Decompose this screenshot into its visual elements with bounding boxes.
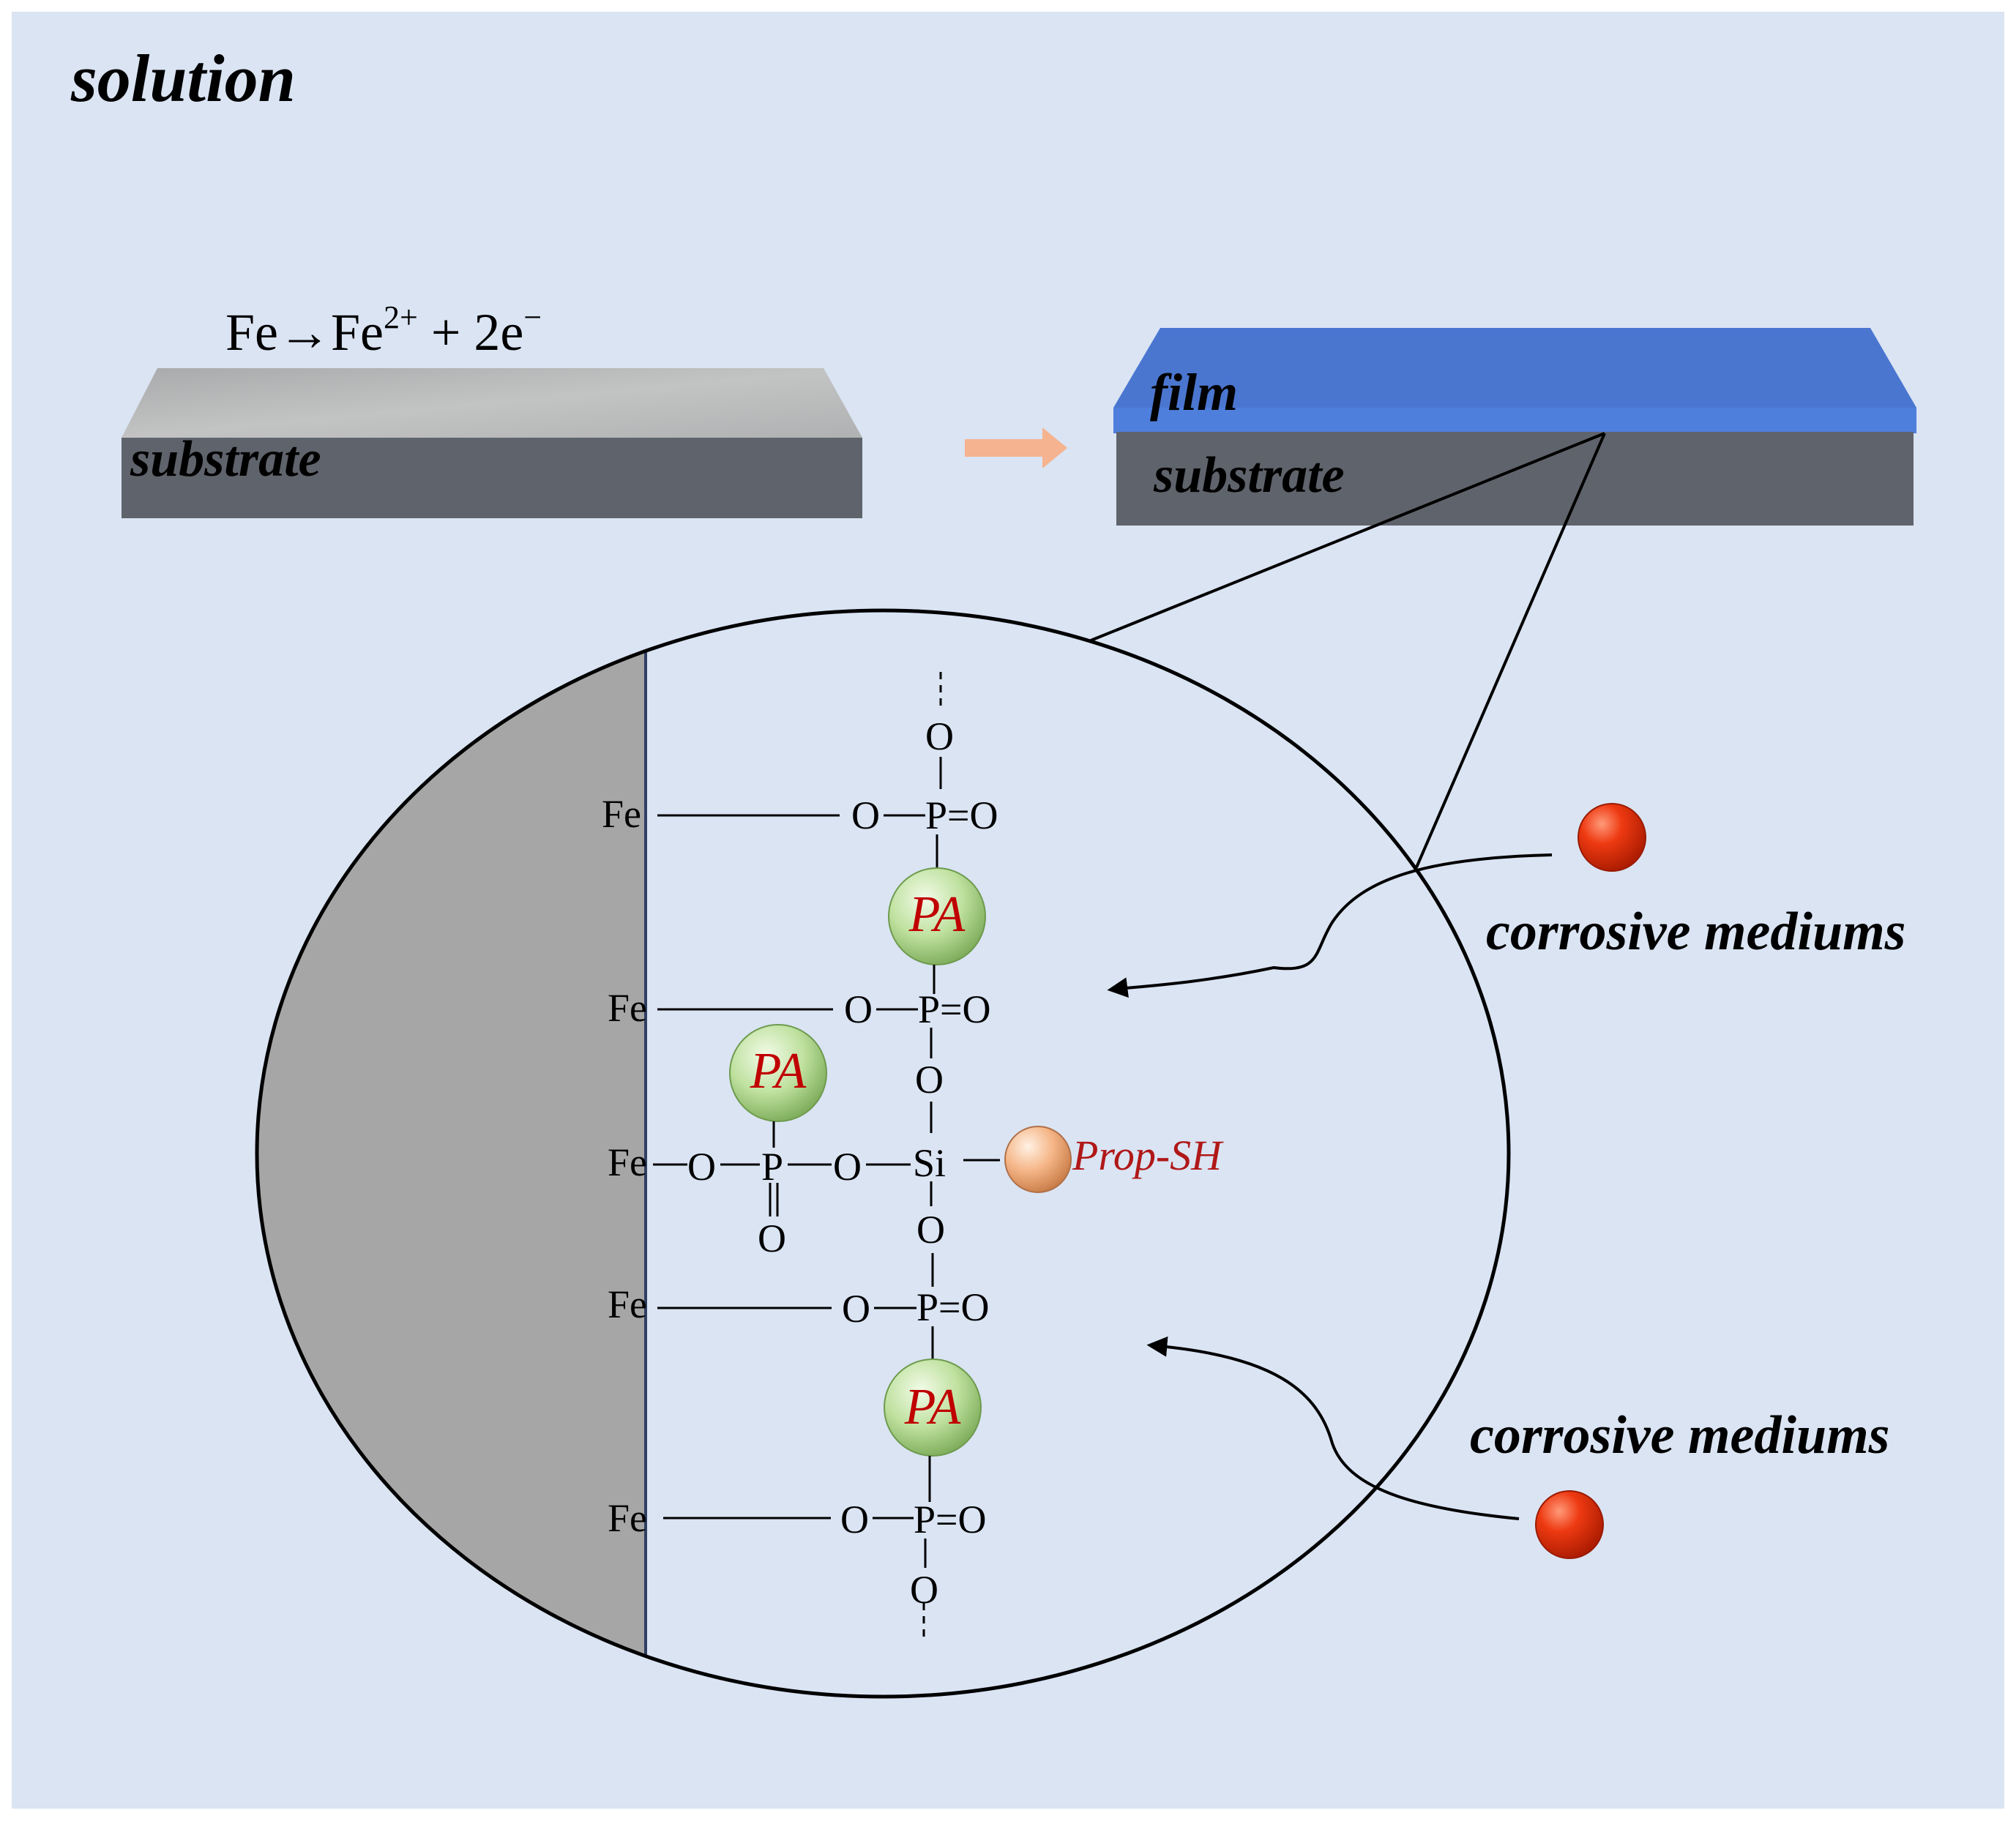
atom-p-eq-o-row1: P=O <box>925 793 998 837</box>
atom-fe-row4: Fe <box>608 1282 647 1326</box>
atom-o-row3-right: O <box>833 1145 862 1189</box>
film-label: film <box>1150 363 1238 422</box>
pa-label-1: PA <box>908 886 966 943</box>
atom-o-row1: O <box>851 793 880 837</box>
zoom-lines <box>1090 432 1606 868</box>
atom-p-eq-o-row4: P=O <box>916 1285 989 1329</box>
molecular-structure: O Fe O P=O PA Fe O P=O O PA Fe O P O <box>602 672 1224 1640</box>
atom-o-row4: O <box>842 1287 870 1331</box>
atom-fe-row1: Fe <box>602 792 641 836</box>
corrosive-label-top: corrosive mediums <box>1486 902 1905 962</box>
pa-sphere-3 <box>884 1358 982 1457</box>
atom-p-eq-o-row5: P=O <box>914 1498 986 1541</box>
prop-sh-label: Prop-SH <box>1072 1132 1224 1179</box>
corrosive-particle-bottom <box>1535 1490 1604 1559</box>
iron-oxidation-equation: Fe→Fe2+ + 2e− <box>225 299 542 362</box>
process-arrow <box>965 427 1067 468</box>
substrate-label-left: substrate <box>130 431 321 487</box>
prop-sh-sphere <box>1004 1126 1072 1193</box>
corrosive-medium-top: corrosive mediums <box>1107 803 1905 998</box>
atom-p-eq-o-row2: P=O <box>918 987 990 1031</box>
corrosive-medium-bottom: corrosive mediums <box>1146 1336 1889 1559</box>
atom-o-row3-left: O <box>687 1145 716 1189</box>
bare-substrate-slab: substrate <box>122 368 862 518</box>
film-top-face <box>1113 328 1916 408</box>
coated-substrate-slab: film substrate <box>1113 328 1916 526</box>
bare-substrate-top-face <box>122 368 862 438</box>
atom-p-row3: P <box>761 1145 783 1189</box>
corrosive-particle-top <box>1578 803 1646 872</box>
film-front-face <box>1113 408 1916 433</box>
solution-label: solution <box>70 41 296 116</box>
magnified-circle-outline <box>255 608 1511 1699</box>
corrosive-label-bottom: corrosive mediums <box>1470 1405 1889 1465</box>
atom-fe-row2: Fe <box>608 986 647 1030</box>
atom-o-row5: O <box>840 1498 869 1541</box>
atom-o-bottom: O <box>910 1568 938 1612</box>
atom-o-top: O <box>925 714 954 758</box>
coated-substrate-front-face <box>1116 432 1914 526</box>
pa-label-3: PA <box>904 1379 961 1435</box>
atom-o-row2-bridge: O <box>915 1058 944 1102</box>
pa-sphere-2 <box>729 1024 827 1122</box>
atom-o-row3-sidown: O <box>916 1208 945 1252</box>
pa-sphere-1 <box>888 867 986 965</box>
bare-substrate-front-face <box>122 438 862 518</box>
substrate-label-right: substrate <box>1153 447 1345 504</box>
pa-label-2: PA <box>750 1043 807 1099</box>
atom-o-row3-pdown: O <box>758 1216 786 1260</box>
corrosive-path-bottom <box>1146 1336 1520 1520</box>
atom-fe-row5: Fe <box>608 1496 647 1540</box>
atom-fe-row3: Fe <box>608 1140 647 1184</box>
corrosive-path-top <box>1107 853 1553 998</box>
atom-si: Si <box>913 1141 946 1185</box>
atom-o-row2: O <box>844 987 873 1031</box>
